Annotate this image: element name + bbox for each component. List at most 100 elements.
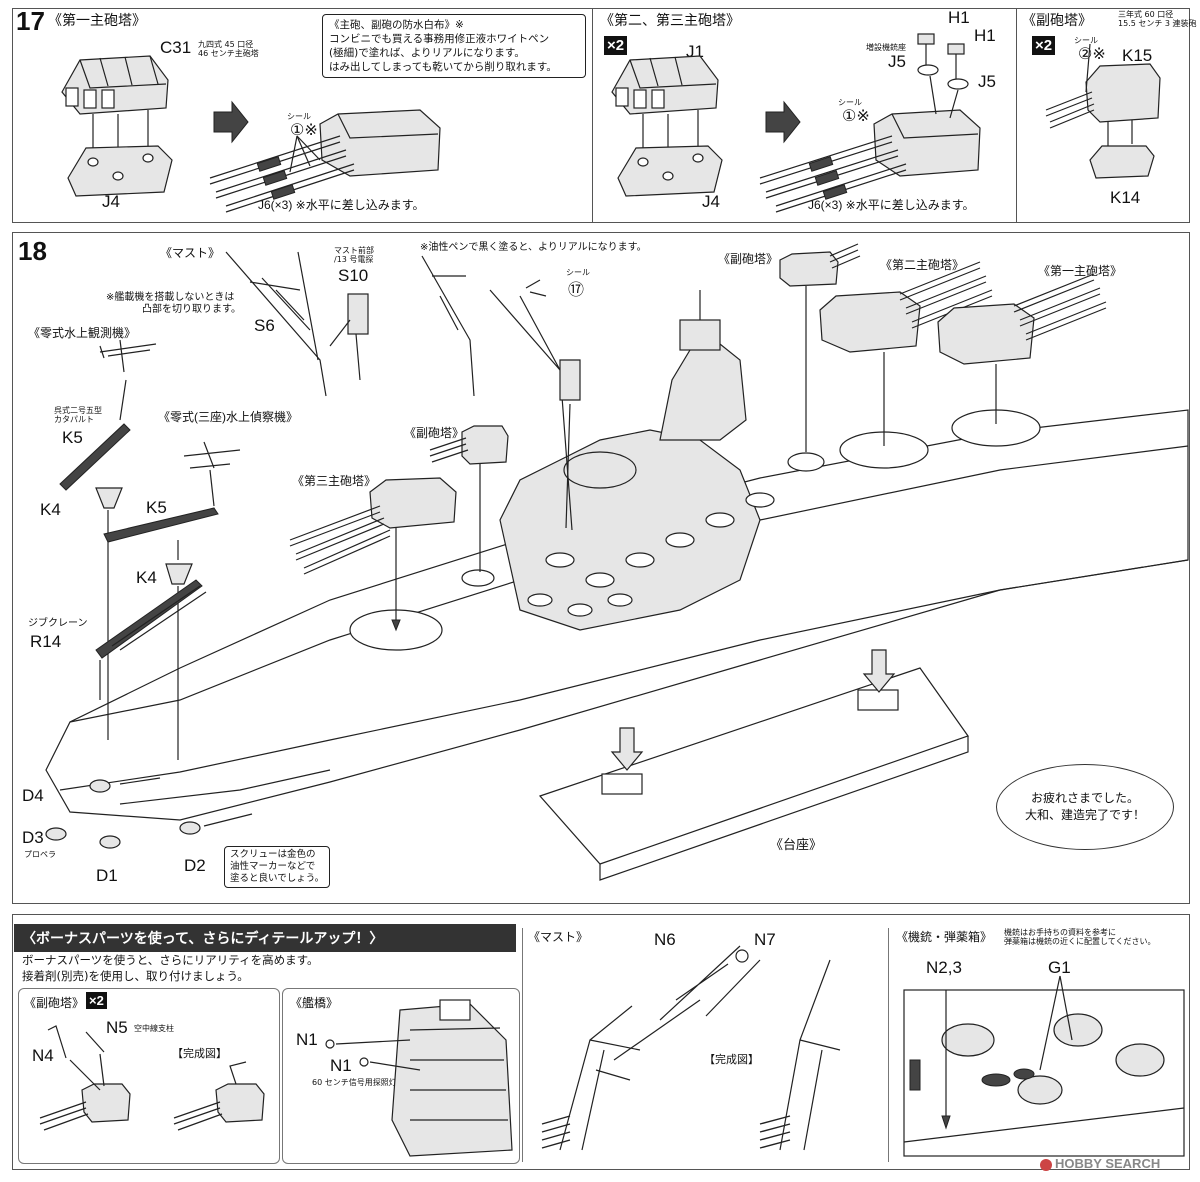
part-h1-b: H1: [974, 26, 996, 45]
part-k14: K14: [1110, 188, 1141, 207]
note-line-2: コンビニでも買える事務用修正液ホワイトペン: [329, 33, 550, 45]
k15-desc-1: 三年式 60 口径: [1118, 10, 1174, 19]
screw-note-3: 塗ると良いでしょう。: [230, 873, 325, 884]
k15-desc: 三年式 60 口径 15.5 センチ 3 連装砲: [1118, 10, 1197, 28]
catapult-note: ※艦載機を搭載しないときは 凸部を切り取ります。: [106, 292, 241, 316]
part-h1-a: H1: [948, 8, 970, 27]
turret23-assembled-drawing: [759, 33, 981, 213]
bonus-mast-drawing: [541, 945, 841, 1151]
step17-arrow-b: [765, 100, 801, 144]
bonus-secondary-title: 《副砲塔》: [24, 996, 85, 1010]
screw-note-2: 油性マーカーなどで: [230, 861, 316, 872]
watermark: HOBBY SEARCH: [1040, 1156, 1160, 1171]
bonus-guns-note-1: 機銃はお手持ちの資料を参考に: [1004, 928, 1116, 937]
bonus-x2: ×2: [86, 992, 107, 1009]
bonus-bridge-title: 《艦橋》: [290, 996, 339, 1010]
turret1-assembled-drawing: [209, 109, 441, 213]
label-stand: 《台座》: [770, 837, 823, 852]
part-j5-b: J5: [978, 72, 996, 91]
turret3-drawing: [289, 477, 457, 632]
step17-number: 17: [16, 6, 45, 36]
part-j6-a: J6(×3) ※水平に差し込みます。: [258, 198, 425, 212]
step17-secondary-title: 《副砲塔》: [1022, 12, 1092, 28]
bonus-bridge-drawing: [325, 999, 513, 1157]
seal-1-a: ①※: [290, 122, 318, 139]
seal-17-label: シール: [566, 268, 590, 277]
part-s10: S10: [338, 266, 369, 285]
part-s6: S6: [254, 316, 275, 335]
watermark-text: HOBBY SEARCH: [1055, 1156, 1161, 1171]
note-line-4: はみ出してしまっても乾いてから削り取れます。: [329, 61, 557, 73]
catapult-desc: 呉式二号五型 カタパルト: [54, 406, 102, 424]
bonus-n23: N2,3: [926, 958, 962, 977]
bonus-intro-2: 接着剤(別売)を使用し、取り付けましょう。: [22, 969, 249, 983]
part-j4-a: J4: [102, 192, 120, 211]
part-r14: R14: [30, 632, 62, 651]
c31-desc: 九四式 45 口径 46 センチ主砲塔: [198, 40, 259, 58]
step18-number: 18: [18, 236, 47, 266]
turret-c31-drawing: [61, 55, 173, 197]
label-turret1: 《第一主砲塔》: [1038, 264, 1123, 278]
bonus-vdivider-1: [522, 928, 523, 1162]
label-jib-crane: ジブクレーン: [28, 618, 88, 629]
part-k5-b: K5: [146, 498, 167, 517]
done-bubble-line-1: お疲れさまでした。: [1030, 791, 1139, 805]
step17-arrow-a: [213, 100, 249, 144]
part-d4: D4: [22, 786, 44, 805]
masts-drawing: [225, 251, 581, 531]
step17-note: 《主砲、副砲の防水白布》※ コンビニでも買える事務用修正液ホワイトペン (極細)…: [322, 14, 586, 78]
oil-pen-note: ※油性ペンで黒く塗ると、よりリアルになります。: [420, 242, 647, 253]
label-mast: 《マスト》: [160, 246, 221, 260]
bonus-guns-title: 《機銃・弾薬箱》: [896, 930, 993, 944]
step17-divider-2: [1016, 8, 1017, 222]
bonus-intro: ボーナスパーツを使うと、さらにリアリティを高めます。 接着剤(別売)を使用し、取…: [22, 952, 318, 984]
bonus-n5-desc: 空中線支柱: [134, 1024, 174, 1033]
part-j6-b: J6(×3) ※水平に差し込みます。: [808, 198, 975, 212]
bonus-secondary-drawing: [39, 1025, 265, 1131]
turret-k15-drawing: [1045, 43, 1161, 179]
k15-desc-2: 15.5 センチ 3 連装砲: [1118, 19, 1197, 28]
note-line-1: 《主砲、副砲の防水白布》※: [329, 19, 464, 31]
part-d2: D2: [184, 856, 206, 875]
c31-desc-2: 46 センチ主砲塔: [198, 49, 259, 58]
part-k15: K15: [1122, 46, 1153, 65]
seal-label-a: シール: [287, 112, 311, 121]
label-zero-observer: 《零式水上観測機》: [28, 326, 137, 340]
part-j5-a: J5: [888, 52, 906, 71]
seal-17: ⑰: [568, 282, 585, 299]
done-bubble-line-2: 大和、建造完了です！: [1024, 808, 1145, 822]
catapult-desc-1: 呉式二号五型: [54, 406, 102, 415]
bonus-box-bridge: [282, 988, 520, 1164]
bonus-box-secondary: [18, 988, 280, 1164]
barbettes-drawing: [349, 409, 1041, 651]
bonus-mast-title: 《マスト》: [528, 930, 589, 944]
step17-x2-b: ×2: [1032, 36, 1056, 55]
stand-drawing: [538, 649, 969, 881]
part-j4-b: J4: [702, 192, 720, 211]
bonus-n5: N5: [106, 1018, 128, 1037]
watermark-icon: [1040, 1158, 1052, 1171]
step17-x2-a: ×2: [604, 36, 628, 55]
j5-desc: 増設機銃座: [866, 43, 906, 52]
seal-1-b: ①※: [842, 108, 870, 125]
label-secondary-a: 《副砲塔》: [404, 426, 465, 440]
seal-label-c: シール: [1074, 36, 1098, 45]
label-turret2: 《第二主砲塔》: [880, 258, 965, 272]
s10-desc-2: /13 号電探: [334, 255, 374, 264]
step17-panel: [12, 8, 1190, 223]
bonus-n4: N4: [32, 1046, 54, 1065]
step17-turret23-title: 《第二、第三主砲塔》: [600, 12, 740, 28]
bonus-guns-note-2: 弾薬箱は機銃の近くに配置してください。: [1004, 937, 1156, 946]
part-k4-b: K4: [136, 568, 157, 587]
bonus-guns-note: 機銃はお手持ちの資料を参考に 弾薬箱は機銃の近くに配置してください。: [1004, 928, 1156, 946]
catapult-note-1: ※艦載機を搭載しないときは: [106, 292, 235, 303]
bonus-vdivider-2: [888, 928, 889, 1162]
seal-label-b: シール: [838, 98, 862, 107]
turret-j1-drawing: [611, 55, 723, 197]
propellers-drawing: [45, 777, 253, 849]
s10-desc: マスト前部 /13 号電探: [334, 246, 374, 264]
label-propeller: プロペラ: [24, 850, 56, 859]
